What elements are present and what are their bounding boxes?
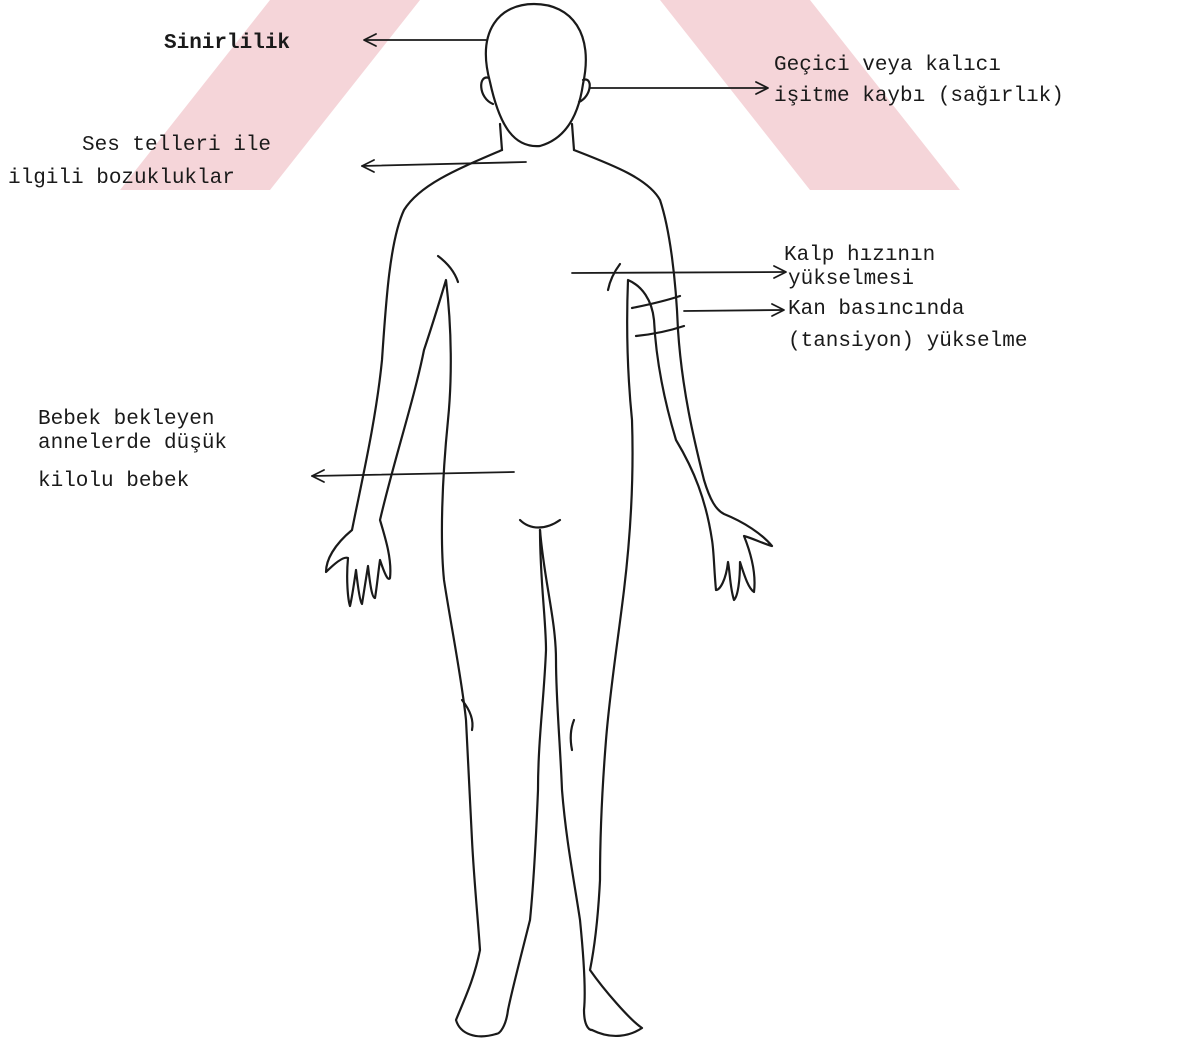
blood-pressure-cuff-bottom (636, 326, 684, 336)
left-chest-mark (438, 256, 458, 282)
right-body-contour (574, 150, 772, 1036)
label-heart-line1: Kalp hızının (784, 244, 935, 267)
right-leg-inner (540, 530, 592, 1030)
label-baby-line3: kilolu bebek (38, 470, 189, 493)
human-body-outline (326, 4, 772, 1036)
neck-right (572, 124, 574, 150)
label-heart-line2: yükselmesi (788, 268, 914, 291)
label-hearing-line1: Geçici veya kalıcı (774, 54, 1001, 77)
label-bp-line1: Kan basıncında (788, 298, 964, 321)
watermark-left-chevron (120, 0, 420, 190)
arrow-voice-line (362, 162, 526, 166)
label-voice-line2: ilgili bozukluklar (8, 167, 235, 190)
label-baby-line1: Bebek bekleyen (38, 408, 214, 431)
arrow-baby-line (312, 472, 514, 476)
label-voice-line1: Ses telleri ile (82, 134, 271, 157)
blood-pressure-cuff-top (632, 296, 680, 308)
crotch-line (520, 520, 560, 528)
right-knee-mark (571, 720, 574, 750)
label-sinirlilik: Sinirlilik (164, 32, 290, 55)
annotation-arrows (312, 34, 786, 482)
label-hearing-line2: işitme kaybı (sağırlık) (774, 85, 1064, 108)
left-body-contour (326, 150, 502, 1036)
label-bp-line2: (tansiyon) yükselme (788, 330, 1027, 353)
arrow-heart-line (572, 272, 784, 273)
label-baby-line2: annelerde düşük (38, 432, 227, 455)
neck-left (500, 124, 502, 150)
right-chest-mark (608, 264, 620, 290)
left-leg-inner (496, 530, 546, 1034)
arrow-bp-line (684, 310, 782, 311)
annotation-labels: Sinirlilik Geçici veya kalıcı işitme kay… (8, 32, 1064, 493)
